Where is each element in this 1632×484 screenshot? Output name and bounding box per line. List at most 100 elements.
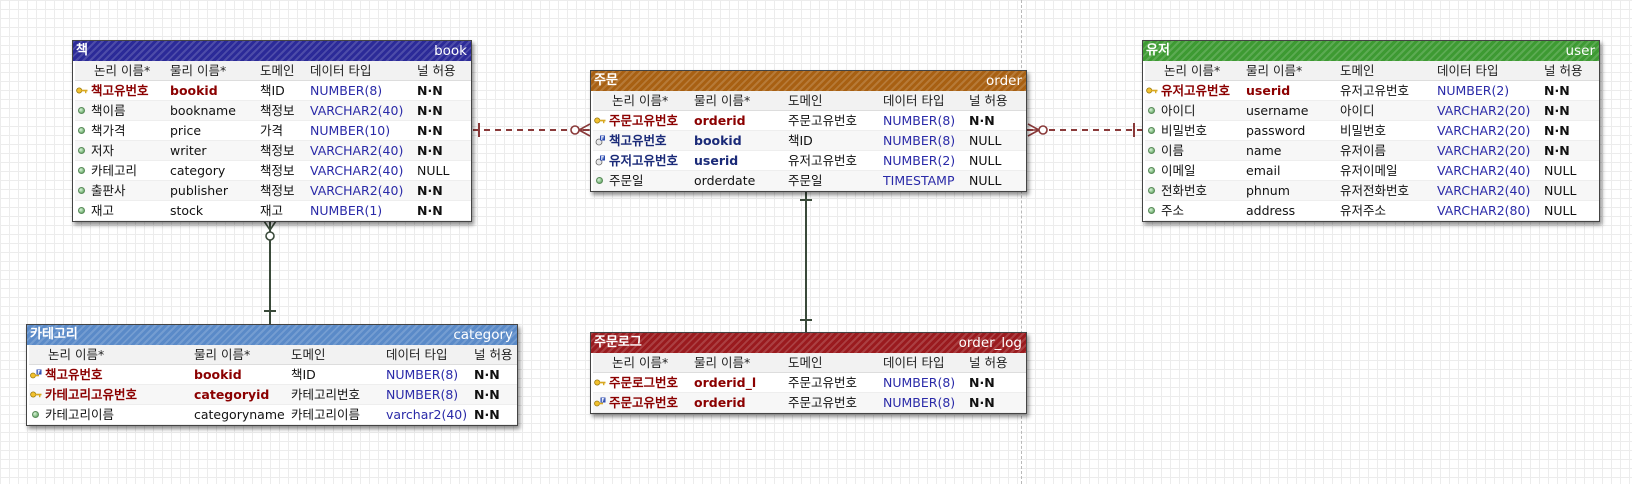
attribute-logical: 책가격 — [91, 123, 126, 138]
column-header-domain[interactable]: 도메인 — [260, 63, 295, 78]
attribute-logical: 주문로그번호 — [609, 375, 679, 390]
column-header-logical[interactable]: 논리 이름* — [94, 63, 151, 78]
column-header-domain[interactable]: 도메인 — [291, 347, 326, 362]
attribute-domain: 책정보 — [260, 143, 295, 158]
column-header-logical[interactable]: 논리 이름* — [612, 93, 669, 108]
attribute-physical: orderdate — [694, 173, 756, 188]
relationship-order-orderlog[interactable] — [800, 191, 812, 332]
column-header-physical[interactable]: 물리 이름* — [694, 355, 751, 370]
attribute-null: N·N — [969, 375, 995, 390]
attribute-null: NULL — [969, 153, 1002, 168]
column-header-domain[interactable]: 도메인 — [1340, 63, 1375, 78]
column-header-logical[interactable]: 논리 이름* — [1164, 63, 1221, 78]
attribute-null: N·N — [969, 395, 995, 410]
column-header-domain[interactable]: 도메인 — [788, 355, 823, 370]
relationship-book-category[interactable] — [263, 220, 277, 324]
key-icon — [29, 385, 42, 404]
attribute-datatype: VARCHAR2(40) — [310, 183, 404, 198]
attribute-null: N·N — [474, 407, 500, 422]
attribute-null: N·N — [417, 203, 443, 218]
attribute-domain: 주문일 — [788, 173, 823, 188]
relationship-book-order[interactable] — [473, 123, 591, 137]
entity-logical-name: 주문로그 — [594, 335, 642, 350]
attribute-null: NULL — [969, 133, 1002, 148]
column-header-logical[interactable]: 논리 이름* — [48, 347, 105, 362]
attribute-physical: password — [1246, 123, 1306, 138]
attribute-dot-icon — [75, 141, 88, 160]
attribute-physical: publisher — [170, 183, 229, 198]
entity-logical-name: 카테고리 — [30, 327, 78, 342]
attribute-physical: price — [170, 123, 202, 138]
attribute-datatype: NUMBER(10) — [310, 123, 391, 138]
column-header-nullable[interactable]: 널 허용 — [969, 355, 1008, 370]
header-spacer — [593, 353, 606, 372]
column-header-nullable[interactable]: 널 허용 — [969, 93, 1008, 108]
header-spacer — [29, 345, 42, 364]
relationship-user-order[interactable] — [1027, 123, 1142, 137]
column-header-logical[interactable]: 논리 이름* — [612, 355, 669, 370]
entity-physical-name: book — [434, 43, 467, 59]
column-header-physical[interactable]: 물리 이름* — [194, 347, 251, 362]
column-header-datatype[interactable]: 데이터 타입 — [1437, 63, 1499, 78]
column-header-nullable[interactable]: 널 허용 — [417, 63, 456, 78]
attribute-logical: 이메일 — [1161, 163, 1196, 178]
column-header-datatype[interactable]: 데이터 타입 — [386, 347, 448, 362]
column-header-physical[interactable]: 물리 이름* — [694, 93, 751, 108]
column-header-datatype[interactable]: 데이터 타입 — [310, 63, 372, 78]
column-header-domain[interactable]: 도메인 — [788, 93, 823, 108]
attribute-datatype: VARCHAR2(80) — [1437, 203, 1531, 218]
entity-logical-name: 주문 — [594, 73, 618, 88]
column-header-nullable[interactable]: 널 허용 — [474, 347, 513, 362]
attribute-dot-icon — [1145, 201, 1158, 220]
attribute-logical: 저자 — [91, 143, 115, 158]
attribute-dot-icon — [1145, 121, 1158, 140]
attribute-physical: userid — [694, 153, 739, 168]
column-header-datatype[interactable]: 데이터 타입 — [883, 93, 945, 108]
column-header-physical[interactable]: 물리 이름* — [170, 63, 227, 78]
key-icon — [75, 81, 88, 100]
foreign-key-icon: F — [593, 151, 606, 170]
column-header-nullable[interactable]: 널 허용 — [1544, 63, 1583, 78]
column-header-datatype[interactable]: 데이터 타입 — [883, 355, 945, 370]
column-header-row: 논리 이름* 물리 이름* 도메인 데이터 타입 널 허용 — [593, 91, 1026, 111]
header-spacer — [1145, 61, 1158, 80]
attribute-logical: 카테고리 — [91, 163, 138, 178]
attribute-domain: 주문고유번호 — [788, 375, 858, 390]
attribute-domain: 유저전화번호 — [1340, 183, 1410, 198]
column-header-physical[interactable]: 물리 이름* — [1246, 63, 1303, 78]
attribute-datatype: VARCHAR2(40) — [1437, 183, 1531, 198]
